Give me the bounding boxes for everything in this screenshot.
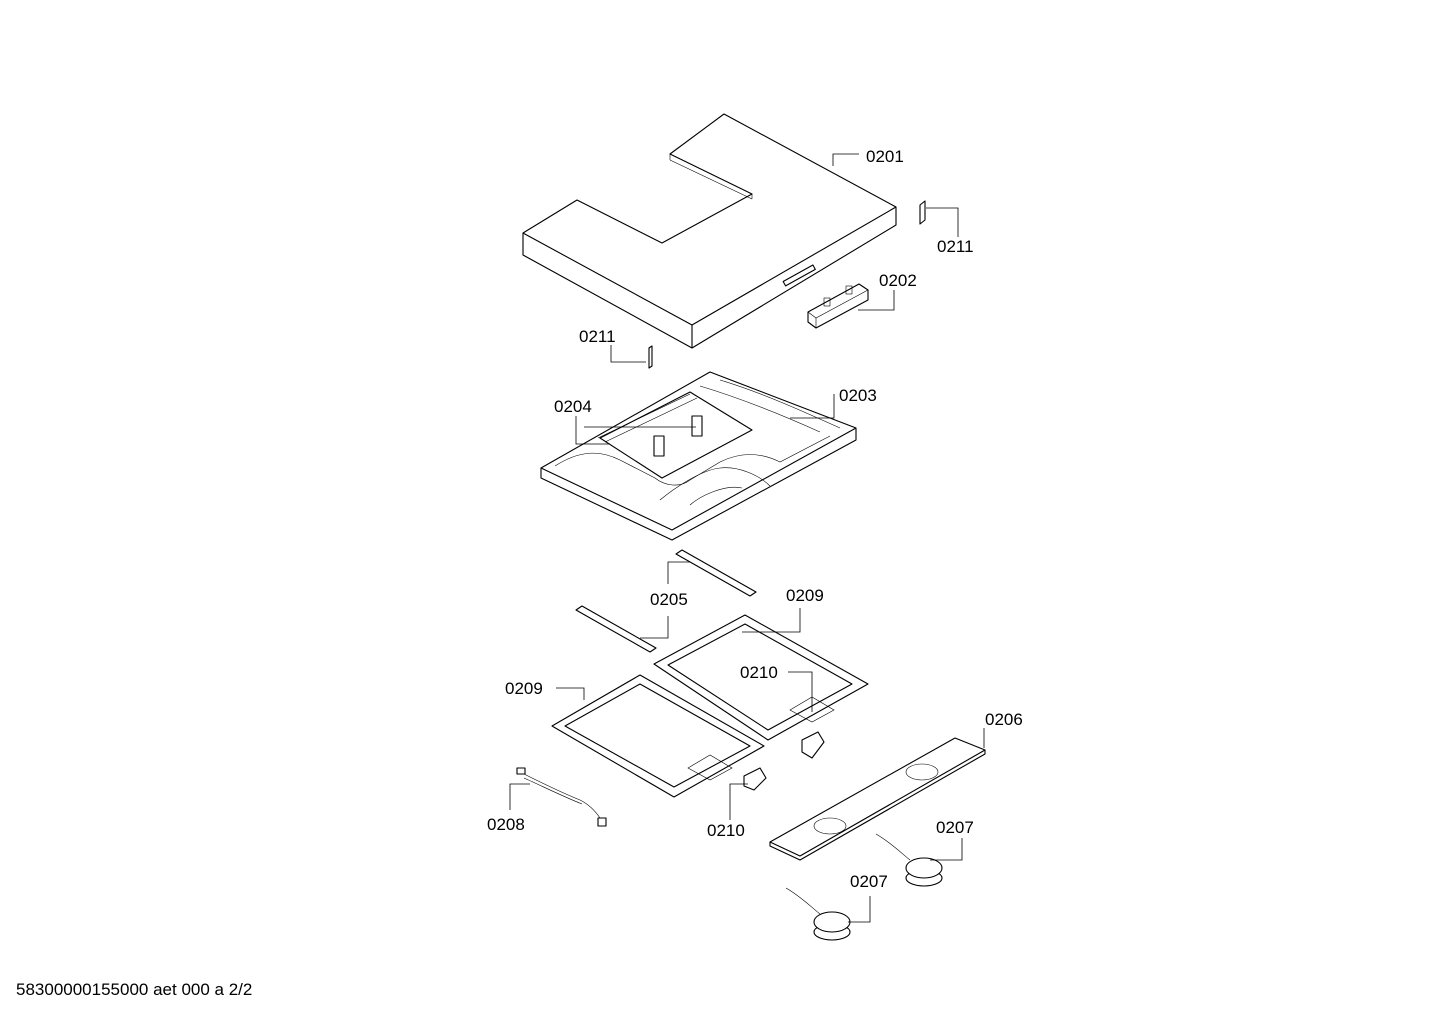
part-0209-filter-right	[653, 614, 869, 741]
part-0203-base-frame	[540, 371, 857, 541]
part-0206-light-strip	[769, 737, 986, 861]
part-0208-cable	[516, 767, 607, 827]
part-0210-latch-upper	[801, 731, 825, 759]
label-0202: 0202	[879, 271, 917, 290]
part-0205-rail-upper	[675, 549, 757, 597]
label-0201: 0201	[866, 147, 904, 166]
part-0207-lamp-right	[875, 833, 943, 887]
leader-lines	[509, 153, 985, 923]
part-0201-top-cover	[522, 113, 897, 349]
part-0205-rail-lower	[575, 605, 657, 653]
label-0206: 0206	[985, 710, 1023, 729]
label-0210-upper: 0210	[740, 663, 778, 682]
document-footer-id: 58300000155000 aet 000 a 2/2	[16, 980, 253, 999]
label-0207-left: 0207	[850, 872, 888, 891]
label-0204: 0204	[554, 397, 592, 416]
label-0207-right: 0207	[936, 818, 974, 837]
label-0210-lower: 0210	[707, 821, 745, 840]
part-0210-latch-lower	[743, 767, 767, 791]
label-0209-right: 0209	[786, 586, 824, 605]
label-0211-right: 0211	[937, 237, 974, 256]
label-0205: 0205	[650, 590, 688, 609]
label-0209-left: 0209	[505, 679, 543, 698]
part-0211-clip-left	[648, 345, 653, 369]
part-0209-filter-left	[551, 674, 765, 798]
label-0203: 0203	[839, 386, 877, 405]
part-0211-clip-right	[919, 200, 926, 225]
label-0211-left: 0211	[579, 327, 616, 346]
part-0207-lamp-left	[785, 887, 851, 941]
part-0202-bracket	[807, 283, 869, 329]
label-0208: 0208	[487, 815, 525, 834]
